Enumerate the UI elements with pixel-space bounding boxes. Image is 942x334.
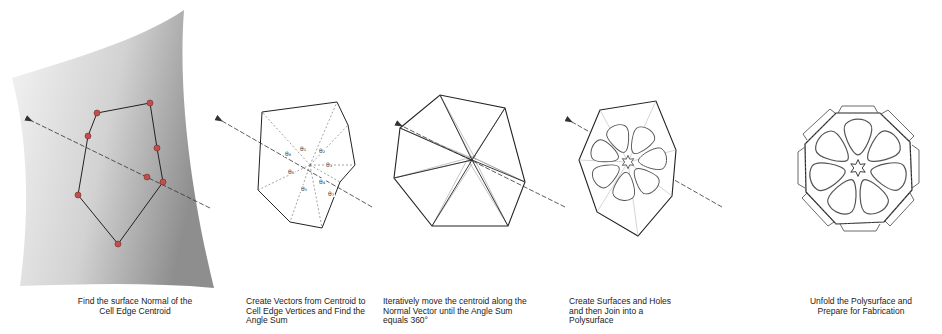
step-caption: Unfold the Polysurface and Prepare for F… — [796, 297, 926, 316]
angle-label: θ₇ — [327, 190, 335, 197]
angle-label: θ₁ — [299, 145, 307, 152]
step-caption: Create Vectors from Centroid to Cell Edg… — [246, 297, 374, 326]
step-caption: Create Surfaces and Holes and then Join … — [569, 297, 687, 326]
step-caption: Find the surface Normal of the Cell Edge… — [70, 297, 200, 316]
angle-label: θ₃ — [325, 161, 333, 168]
angle-label: θ₄ — [318, 178, 326, 185]
angle-label: θ₅ — [300, 185, 308, 192]
angle-label: θ₈ — [284, 150, 292, 157]
step-caption: Iteratively move the centroid along the … — [383, 297, 533, 326]
angle-label: θ₂ — [318, 147, 326, 154]
angle-label: θ₆ — [287, 168, 295, 175]
